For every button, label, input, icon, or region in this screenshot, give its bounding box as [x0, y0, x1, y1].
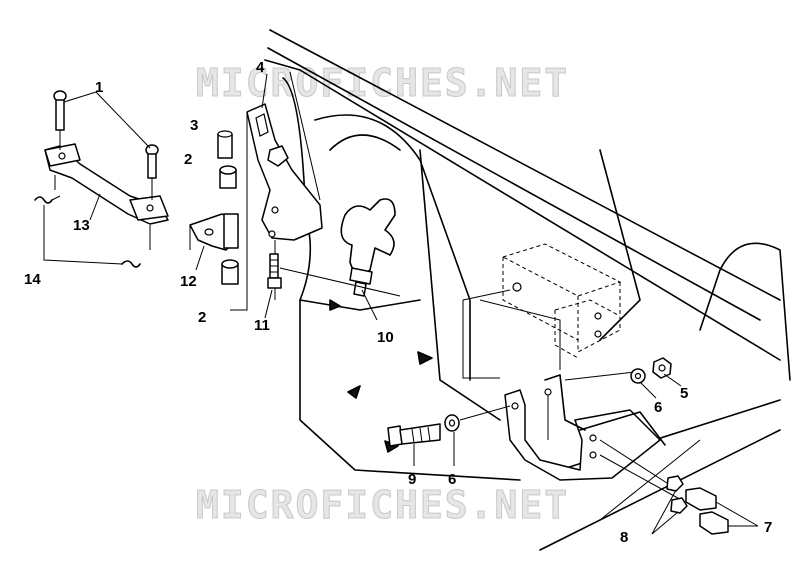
callout-7: 7 [764, 519, 772, 536]
link-arm [34, 90, 169, 268]
bolt-10 [279, 267, 401, 297]
callout-2-upper: 2 [184, 151, 192, 168]
callout-11: 11 [254, 317, 270, 334]
bolt-11 [267, 253, 282, 289]
callout-2-lower: 2 [198, 309, 206, 326]
lower-bracket [459, 289, 686, 503]
callout-5: 5 [680, 385, 688, 402]
callout-6-left: 6 [448, 471, 456, 488]
callout-10: 10 [377, 329, 394, 346]
callout-6-right: 6 [654, 399, 662, 416]
bushings [217, 130, 239, 285]
callout-13: 13 [73, 217, 90, 234]
callout-12: 12 [180, 273, 197, 290]
leader-lines [63, 73, 759, 535]
callout-14: 14 [24, 271, 41, 288]
callout-3: 3 [190, 117, 198, 134]
watermark-top: MICROFICHES.NET [196, 61, 569, 105]
callout-4: 4 [256, 59, 265, 76]
callout-1: 1 [95, 79, 103, 96]
upper-mount-bracket [230, 103, 323, 311]
right-fasteners [630, 357, 729, 535]
bolt-washer-left [387, 414, 460, 447]
vehicle-frame [264, 29, 791, 551]
callout-9: 9 [408, 471, 416, 488]
shock-block-outline [501, 243, 622, 359]
callout-8: 8 [620, 529, 628, 546]
watermark-bottom: MICROFICHES.NET [196, 483, 569, 527]
pivot-bracket [189, 213, 239, 251]
